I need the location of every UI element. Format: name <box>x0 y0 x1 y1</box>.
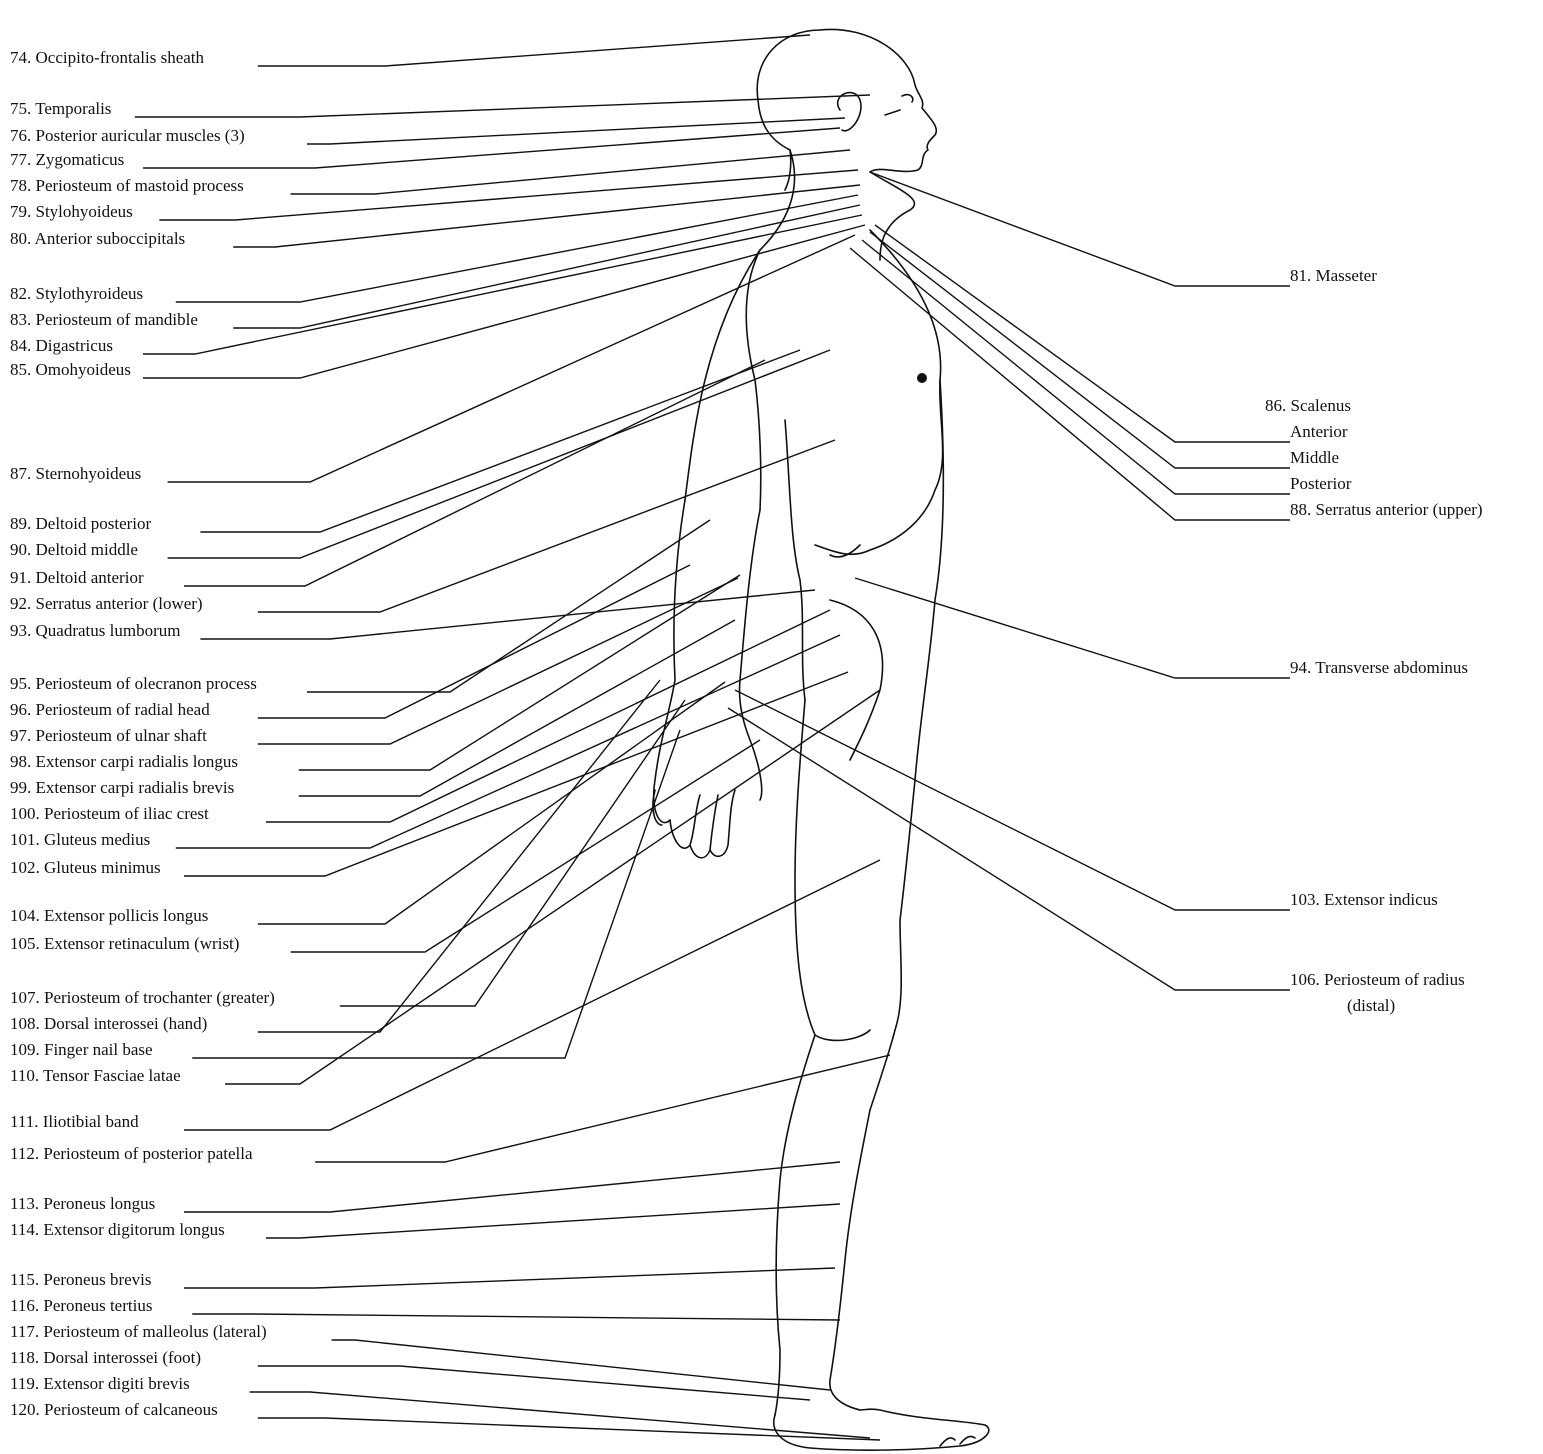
leader-line-right <box>875 225 1290 442</box>
label-left: 80. Anterior suboccipitals <box>10 229 185 249</box>
label-left: 98. Extensor carpi radialis longus <box>10 752 238 772</box>
body-outline <box>653 29 989 1450</box>
leader-line <box>159 170 858 220</box>
label-left: 74. Occipito-frontalis sheath <box>10 48 204 68</box>
label-left: 92. Serratus anterior (lower) <box>10 594 203 614</box>
leader-line-right <box>862 240 1290 494</box>
leader-line <box>143 128 840 168</box>
label-scalenus-posterior: Posterior <box>1290 474 1351 494</box>
label-left: 79. Stylohyoideus <box>10 202 133 222</box>
leader-line-right <box>728 708 1290 990</box>
label-left: 116. Peroneus tertius <box>10 1296 152 1316</box>
label-left: 95. Periosteum of olecranon process <box>10 674 257 694</box>
leader-line <box>233 205 860 328</box>
label-left: 100. Periosteum of iliac crest <box>10 804 209 824</box>
label-left: 104. Extensor pollicis longus <box>10 906 208 926</box>
label-scalenus: 86. Scalenus <box>1265 396 1351 416</box>
label-left: 85. Omohyoideus <box>10 360 131 380</box>
label-left: 114. Extensor digitorum longus <box>10 1220 225 1240</box>
label-left: 101. Gluteus medius <box>10 830 150 850</box>
label-left: 108. Dorsal interossei (hand) <box>10 1014 207 1034</box>
label-left: 93. Quadratus lumborum <box>10 621 180 641</box>
leader-line <box>176 195 858 302</box>
label-extensor-indicus: 103. Extensor indicus <box>1290 890 1438 910</box>
leader-line <box>307 520 710 692</box>
label-left: 87. Sternohyoideus <box>10 464 141 484</box>
leader-line <box>291 150 850 194</box>
label-left: 99. Extensor carpi radialis brevis <box>10 778 234 798</box>
label-left: 77. Zygomaticus <box>10 150 124 170</box>
leader-line <box>258 565 690 718</box>
label-left: 105. Extensor retinaculum (wrist) <box>10 934 239 954</box>
label-left: 89. Deltoid posterior <box>10 514 151 534</box>
leader-lines <box>135 35 1290 1440</box>
leader-line-right <box>850 248 1290 520</box>
label-left: 78. Periosteum of mastoid process <box>10 176 244 196</box>
label-left: 111. Iliotibial band <box>10 1112 139 1132</box>
label-left: 91. Deltoid anterior <box>10 568 144 588</box>
label-left: 96. Periosteum of radial head <box>10 700 210 720</box>
leader-line <box>258 35 810 66</box>
leader-line-right <box>855 578 1290 678</box>
label-scalenus-anterior: Anterior <box>1290 422 1348 442</box>
label-left: 76. Posterior auricular muscles (3) <box>10 126 245 146</box>
label-left: 118. Dorsal interossei (foot) <box>10 1348 201 1368</box>
label-left: 83. Periosteum of mandible <box>10 310 198 330</box>
label-left: 107. Periosteum of trochanter (greater) <box>10 988 275 1008</box>
label-periosteum-radius: 106. Periosteum of radius <box>1290 970 1465 990</box>
leader-line <box>225 690 880 1084</box>
label-left: 97. Periosteum of ulnar shaft <box>10 726 207 746</box>
leader-line <box>184 860 880 1130</box>
label-left: 110. Tensor Fasciae latae <box>10 1066 181 1086</box>
nipple-mark <box>917 373 927 383</box>
label-left: 102. Gluteus minimus <box>10 858 161 878</box>
leader-line <box>200 590 815 639</box>
label-left: 90. Deltoid middle <box>10 540 138 560</box>
leader-line <box>258 1418 880 1440</box>
label-left: 75. Temporalis <box>10 99 111 119</box>
leader-line <box>332 1340 830 1390</box>
leader-line <box>168 350 830 558</box>
label-left: 117. Periosteum of malleolus (lateral) <box>10 1322 267 1342</box>
leader-line <box>266 1204 840 1238</box>
leader-line-right <box>870 172 1290 286</box>
leader-line <box>184 1268 835 1288</box>
label-scalenus-middle: Middle <box>1290 448 1339 468</box>
label-serratus-upper: 88. Serratus anterior (upper) <box>1290 500 1483 520</box>
leader-line <box>192 1314 840 1320</box>
label-left: 120. Periosteum of calcaneous <box>10 1400 218 1420</box>
label-transverse-abdominus: 94. Transverse abdominus <box>1290 658 1468 678</box>
leader-line <box>340 700 685 1006</box>
leader-line <box>307 118 845 144</box>
leader-line <box>258 680 660 1032</box>
label-masseter: 81. Masseter <box>1290 266 1377 286</box>
label-left: 113. Peroneus longus <box>10 1194 155 1214</box>
label-left: 109. Finger nail base <box>10 1040 153 1060</box>
label-left: 112. Periosteum of posterior patella <box>10 1144 253 1164</box>
leader-line <box>184 672 848 876</box>
leader-line <box>143 215 862 354</box>
leader-line <box>184 1162 840 1212</box>
label-left: 119. Extensor digiti brevis <box>10 1374 190 1394</box>
label-left: 84. Digastricus <box>10 336 113 356</box>
label-left: 115. Peroneus brevis <box>10 1270 152 1290</box>
label-left: 82. Stylothyroideus <box>10 284 143 304</box>
label-periosteum-radius-sub: (distal) <box>1347 996 1395 1016</box>
leader-line <box>192 730 680 1058</box>
leader-line <box>266 610 830 822</box>
leader-line-right <box>735 690 1290 910</box>
